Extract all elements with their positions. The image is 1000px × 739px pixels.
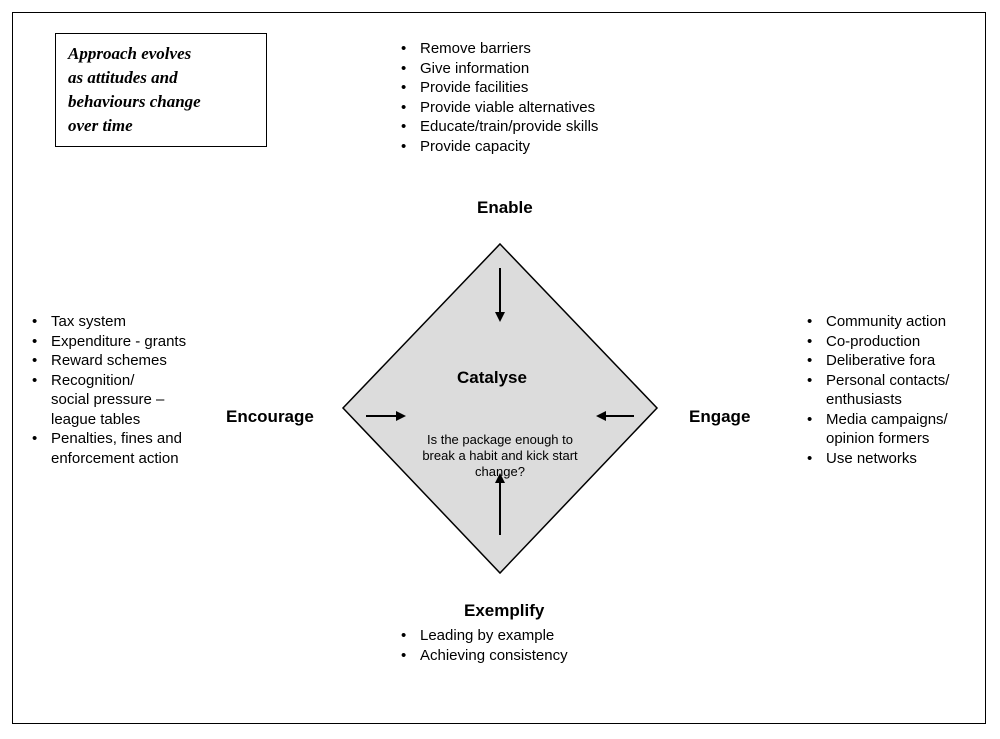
note-box: Approach evolves as attitudes and behavi… <box>55 33 267 147</box>
catalyse-label: Catalyse <box>457 368 527 387</box>
list-item: Media campaigns/opinion formers <box>804 410 949 449</box>
enable-label: Enable <box>477 198 533 217</box>
note-line: Approach evolves <box>68 44 192 63</box>
note-line: behaviours change <box>68 92 201 111</box>
list-item: Community action <box>804 312 949 332</box>
list-item: Use networks <box>804 449 949 469</box>
list-item: Leading by example <box>398 626 568 646</box>
catalyse-diamond <box>341 242 659 575</box>
list-item: Recognition/social pressure –league tabl… <box>29 371 186 430</box>
list-item: Provide facilities <box>398 78 598 98</box>
list-item: Provide viable alternatives <box>398 98 598 118</box>
list-item: Tax system <box>29 312 186 332</box>
list-item: Remove barriers <box>398 39 598 59</box>
list-item: Give information <box>398 59 598 79</box>
enable-list: Remove barriers Give information Provide… <box>398 39 598 156</box>
catalyse-question: Is the package enough to break a habit a… <box>422 432 578 479</box>
note-line: as attitudes and <box>68 68 178 87</box>
encourage-label: Encourage <box>226 407 314 426</box>
list-item: Reward schemes <box>29 351 186 371</box>
list-item: Educate/train/provide skills <box>398 117 598 137</box>
list-item: Deliberative fora <box>804 351 949 371</box>
exemplify-label: Exemplify <box>464 601 545 620</box>
list-item: Personal contacts/enthusiasts <box>804 371 949 410</box>
engage-list: Community action Co-production Deliberat… <box>804 312 949 468</box>
exemplify-list: Leading by example Achieving consistency <box>398 626 568 665</box>
note-line: over time <box>68 116 133 135</box>
list-item: Achieving consistency <box>398 646 568 666</box>
engage-label: Engage <box>689 407 751 426</box>
list-item: Co-production <box>804 332 949 352</box>
encourage-list: Tax system Expenditure - grants Reward s… <box>29 312 186 468</box>
list-item: Expenditure - grants <box>29 332 186 352</box>
diagram-frame <box>12 12 986 724</box>
list-item: Provide capacity <box>398 137 598 157</box>
